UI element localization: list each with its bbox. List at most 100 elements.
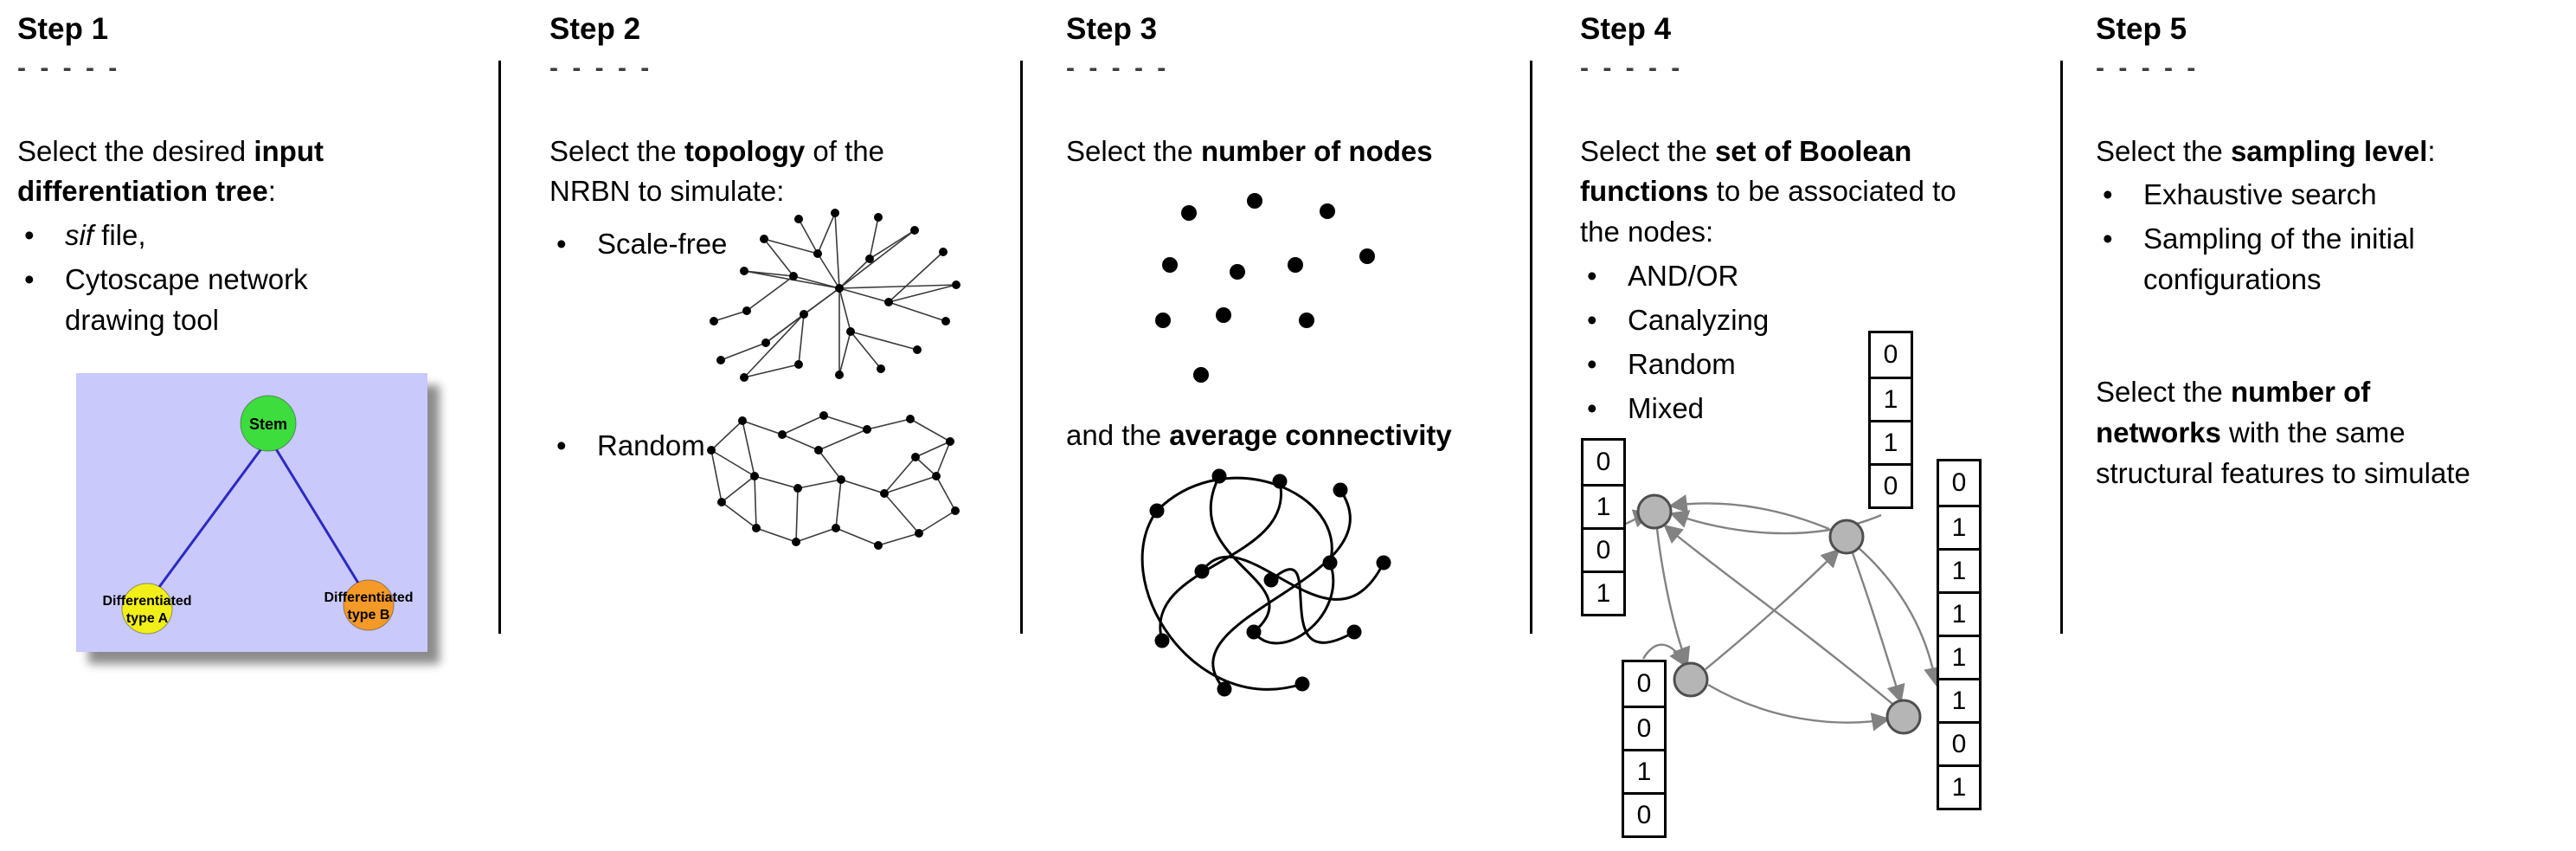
step-title: Step 4 [1580,12,1672,46]
step-description: Select the topology of the NRBN to simul… [549,132,948,213]
description-bold-text: set of Boolean functions [1580,134,1912,208]
description-bold-text: number of nodes [1200,134,1433,167]
step-title: Step 3 [1066,12,1158,46]
description-text: of the NRBN to simulate: [549,134,884,208]
tree-edge-right [273,447,370,601]
description-text: : [267,175,276,208]
step-title: Step 1 [17,12,109,46]
bullet-text: Mixed [1628,391,1705,424]
step-5-column: Step 5 - - - - - Select the sampling lev… [2096,12,2567,488]
description-bold-text: average connectivity [1169,419,1452,451]
truth-table-bottom: 0 0 1 0 [1622,660,1667,838]
bullet-text: Scale-free [597,228,728,260]
random-network-graphic [707,411,960,550]
truth-table-cell: 1 [1871,420,1911,463]
description-text: : [2427,134,2436,167]
bullet-marker: • [1587,347,1597,380]
bullet-item: • Random [1580,345,2060,385]
step-description-line2: and the average connectivity [1066,416,1452,456]
bullet-item-random: • Random [549,426,705,467]
description-text: Select the [2096,134,2231,167]
type-a-label: type A [126,611,169,626]
column-divider [1530,61,1532,634]
description-text: Select the [549,134,684,167]
description-text: Select the [2096,376,2231,408]
description-text: to be associated to the nodes: [1580,175,1956,248]
boolean-network-figure: 0 1 0 1 0 1 1 0 0 0 1 0 0 1 1 1 [1580,320,1982,851]
truth-table-cell: 1 [1939,635,1979,678]
differentiated-type-a-node [121,583,173,635]
truth-table-cell: 1 [1939,591,1979,635]
stem-label: Stem [249,416,287,433]
description-text: Select the [1066,134,1201,167]
truth-table-cell: 0 [1871,463,1911,506]
step-description: Select the number of nodes [1066,132,1538,172]
networks-count-paragraph: Select the number of networks with the s… [2096,372,2485,494]
bullet-item-scale-free: • Scale-free [549,224,727,265]
bullet-marker: • [24,219,35,252]
bullet-item: • Canalyzing [1580,300,2060,341]
bullet-list: • Exhaustive search • Sampling of the in… [2096,175,2567,300]
truth-table-top: 0 1 1 0 [1868,331,1913,509]
boolean-node [1828,519,1865,555]
type-b-label: type B [348,608,390,622]
bullet-text: Cytoscape network drawing tool [65,263,308,336]
bullet-marker: • [2103,222,2113,255]
bullet-text: Random [1628,347,1736,380]
differentiation-tree-image: Stem Differentiated type A Differentiate… [76,373,427,652]
truth-table-cell: 1 [1584,484,1623,527]
truth-table-cell: 0 [1939,721,1979,764]
bullet-item: • Sampling of the initial configurations [2096,219,2567,300]
truth-table-cell: 0 [1584,527,1623,571]
truth-table-cell: 1 [1939,505,1979,548]
step-description: Select the desired input differentiation… [17,132,489,213]
bullet-marker: • [1587,303,1597,336]
bullet-text-rest: file, [93,219,146,252]
truth-table-left: 0 1 0 1 [1581,438,1626,616]
truth-table-cell: 1 [1871,377,1911,420]
bullet-marker: • [1587,391,1597,424]
bullet-item: • Cytoscape network drawing tool [17,260,489,341]
type-a-label: Differentiated [102,594,191,609]
description-bold-text: sampling level [2230,134,2428,167]
bullet-text: AND/OR [1628,260,1739,293]
boolean-node [1673,661,1709,698]
description-bold-text: number of networks [2096,376,2371,448]
truth-table-cell: 0 [1624,706,1664,749]
boolean-network-nodes [1636,493,1922,735]
stem-node [240,395,297,452]
step-1-column: Step 1 - - - - - Select the desired inpu… [17,12,489,652]
boolean-node [1885,699,1922,735]
step-2-column: Step 2 - - - - - Select the topology of … [549,12,960,550]
bullet-list: • sif file, • Cytoscape network drawing … [17,216,489,341]
truth-table-cell: 0 [1951,468,1967,497]
step-title: Step 2 [549,12,641,46]
step-dashes: - - - - - [2096,53,2200,82]
bullet-item: • Exhaustive search [2096,175,2567,216]
bullet-text: Sampling of the initial configurations [2143,222,2415,296]
bullet-item: • sif file, [17,216,489,256]
scale-free-nodes [710,209,960,382]
description-bold-text: input differentiation tree [17,134,324,208]
bullet-item: • AND/OR [1580,256,2060,297]
bullet-marker: • [2103,178,2113,211]
step-title: Step 5 [2096,12,2187,46]
bullet-marker: • [556,228,567,260]
random-nodes [707,411,960,550]
bullet-text: Canalyzing [1628,303,1770,336]
differentiation-tree-graphic: Stem Differentiated type A Differentiate… [76,373,427,652]
truth-table-cell: 0 [1636,669,1652,698]
truth-table-cell: 0 [1883,340,1898,369]
description-bold-text: topology [684,134,806,167]
step-3-column: Step 3 - - - - - Select the number of no… [1066,12,1538,697]
scale-free-edges [713,212,957,378]
description-text: Select the [1580,134,1715,167]
step-dashes: - - - - - [549,53,653,82]
truth-table-cell: 1 [1939,764,1979,808]
bullet-text-italic: sif [65,219,93,252]
scale-free-network-graphic [710,209,960,382]
step-dashes: - - - - - [1580,53,1684,82]
bullet-marker: • [556,429,567,461]
type-b-label: Differentiated [324,590,413,605]
description-text: Select the desired [17,134,254,167]
